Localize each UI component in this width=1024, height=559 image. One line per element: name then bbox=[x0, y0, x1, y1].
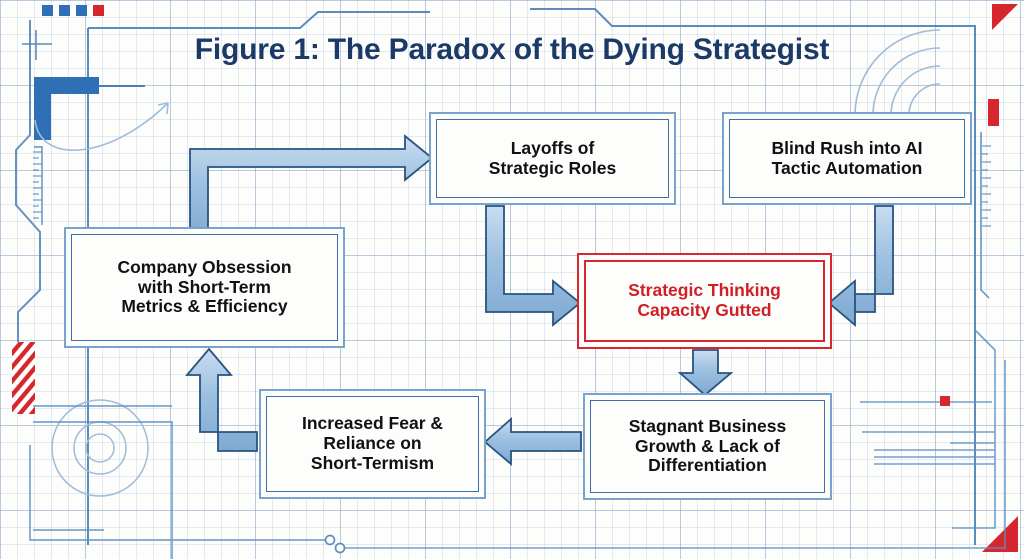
node-strategic-thinking-capacity-gutted[interactable]: Strategic Thinking Capacity Gutted bbox=[577, 253, 832, 349]
node-inner-border: Increased Fear & Reliance on Short-Termi… bbox=[266, 396, 479, 492]
arrow-ai-to-gutted bbox=[827, 205, 894, 327]
arrow-gutted-to-stagnant bbox=[677, 349, 734, 397]
node-inner-border: Blind Rush into AI Tactic Automation bbox=[729, 119, 965, 198]
right-accent-bar bbox=[988, 99, 999, 126]
corner-triangle-bottom-right bbox=[982, 516, 1018, 552]
hatch-stripes bbox=[12, 342, 35, 414]
node-label: Increased Fear & Reliance on Short-Termi… bbox=[301, 413, 444, 473]
left-ruler bbox=[33, 146, 43, 225]
right-ruler bbox=[980, 132, 991, 299]
node-label: Layoffs of Strategic Roles bbox=[488, 137, 617, 178]
node-dot-bottom bbox=[334, 542, 346, 554]
figure-title: Figure 1: The Paradox of the Dying Strat… bbox=[194, 33, 830, 66]
node-stagnant-business-growth[interactable]: Stagnant Business Growth & Lack of Diffe… bbox=[583, 393, 832, 500]
concentric-circles bbox=[51, 399, 149, 497]
node-inner-border: Layoffs of Strategic Roles bbox=[436, 119, 669, 198]
node-company-obsession[interactable]: Company Obsession with Short-Term Metric… bbox=[64, 227, 345, 348]
arrow-fear-to-company bbox=[185, 347, 258, 452]
node-layoffs-of-strategic-roles[interactable]: Layoffs of Strategic Roles bbox=[429, 112, 676, 205]
corner-triangle-top-right bbox=[992, 4, 1018, 30]
node-inner-border: Strategic Thinking Capacity Gutted bbox=[584, 260, 825, 342]
node-inner-border: Company Obsession with Short-Term Metric… bbox=[71, 234, 338, 341]
node-inner-border: Stagnant Business Growth & Lack of Diffe… bbox=[590, 400, 825, 493]
left-accent-bar bbox=[34, 77, 145, 140]
node-increased-fear-and-reliance[interactable]: Increased Fear & Reliance on Short-Termi… bbox=[259, 389, 486, 499]
node-label: Blind Rush into AI Tactic Automation bbox=[771, 137, 923, 178]
node-label: Stagnant Business Growth & Lack of Diffe… bbox=[628, 415, 787, 476]
node-label: Strategic Thinking Capacity Gutted bbox=[628, 280, 781, 320]
arrow-layoffs-to-gutted bbox=[485, 205, 582, 327]
node-blind-rush-into-ai[interactable]: Blind Rush into AI Tactic Automation bbox=[722, 112, 972, 205]
node-dot-left bbox=[324, 534, 336, 546]
node-label: Company Obsession with Short-Term Metric… bbox=[117, 256, 292, 317]
marker-square-right bbox=[940, 396, 950, 406]
corner-square-markers bbox=[42, 5, 104, 16]
swoosh-arc bbox=[34, 102, 169, 151]
arrow-stagnant-to-fear bbox=[483, 417, 582, 466]
